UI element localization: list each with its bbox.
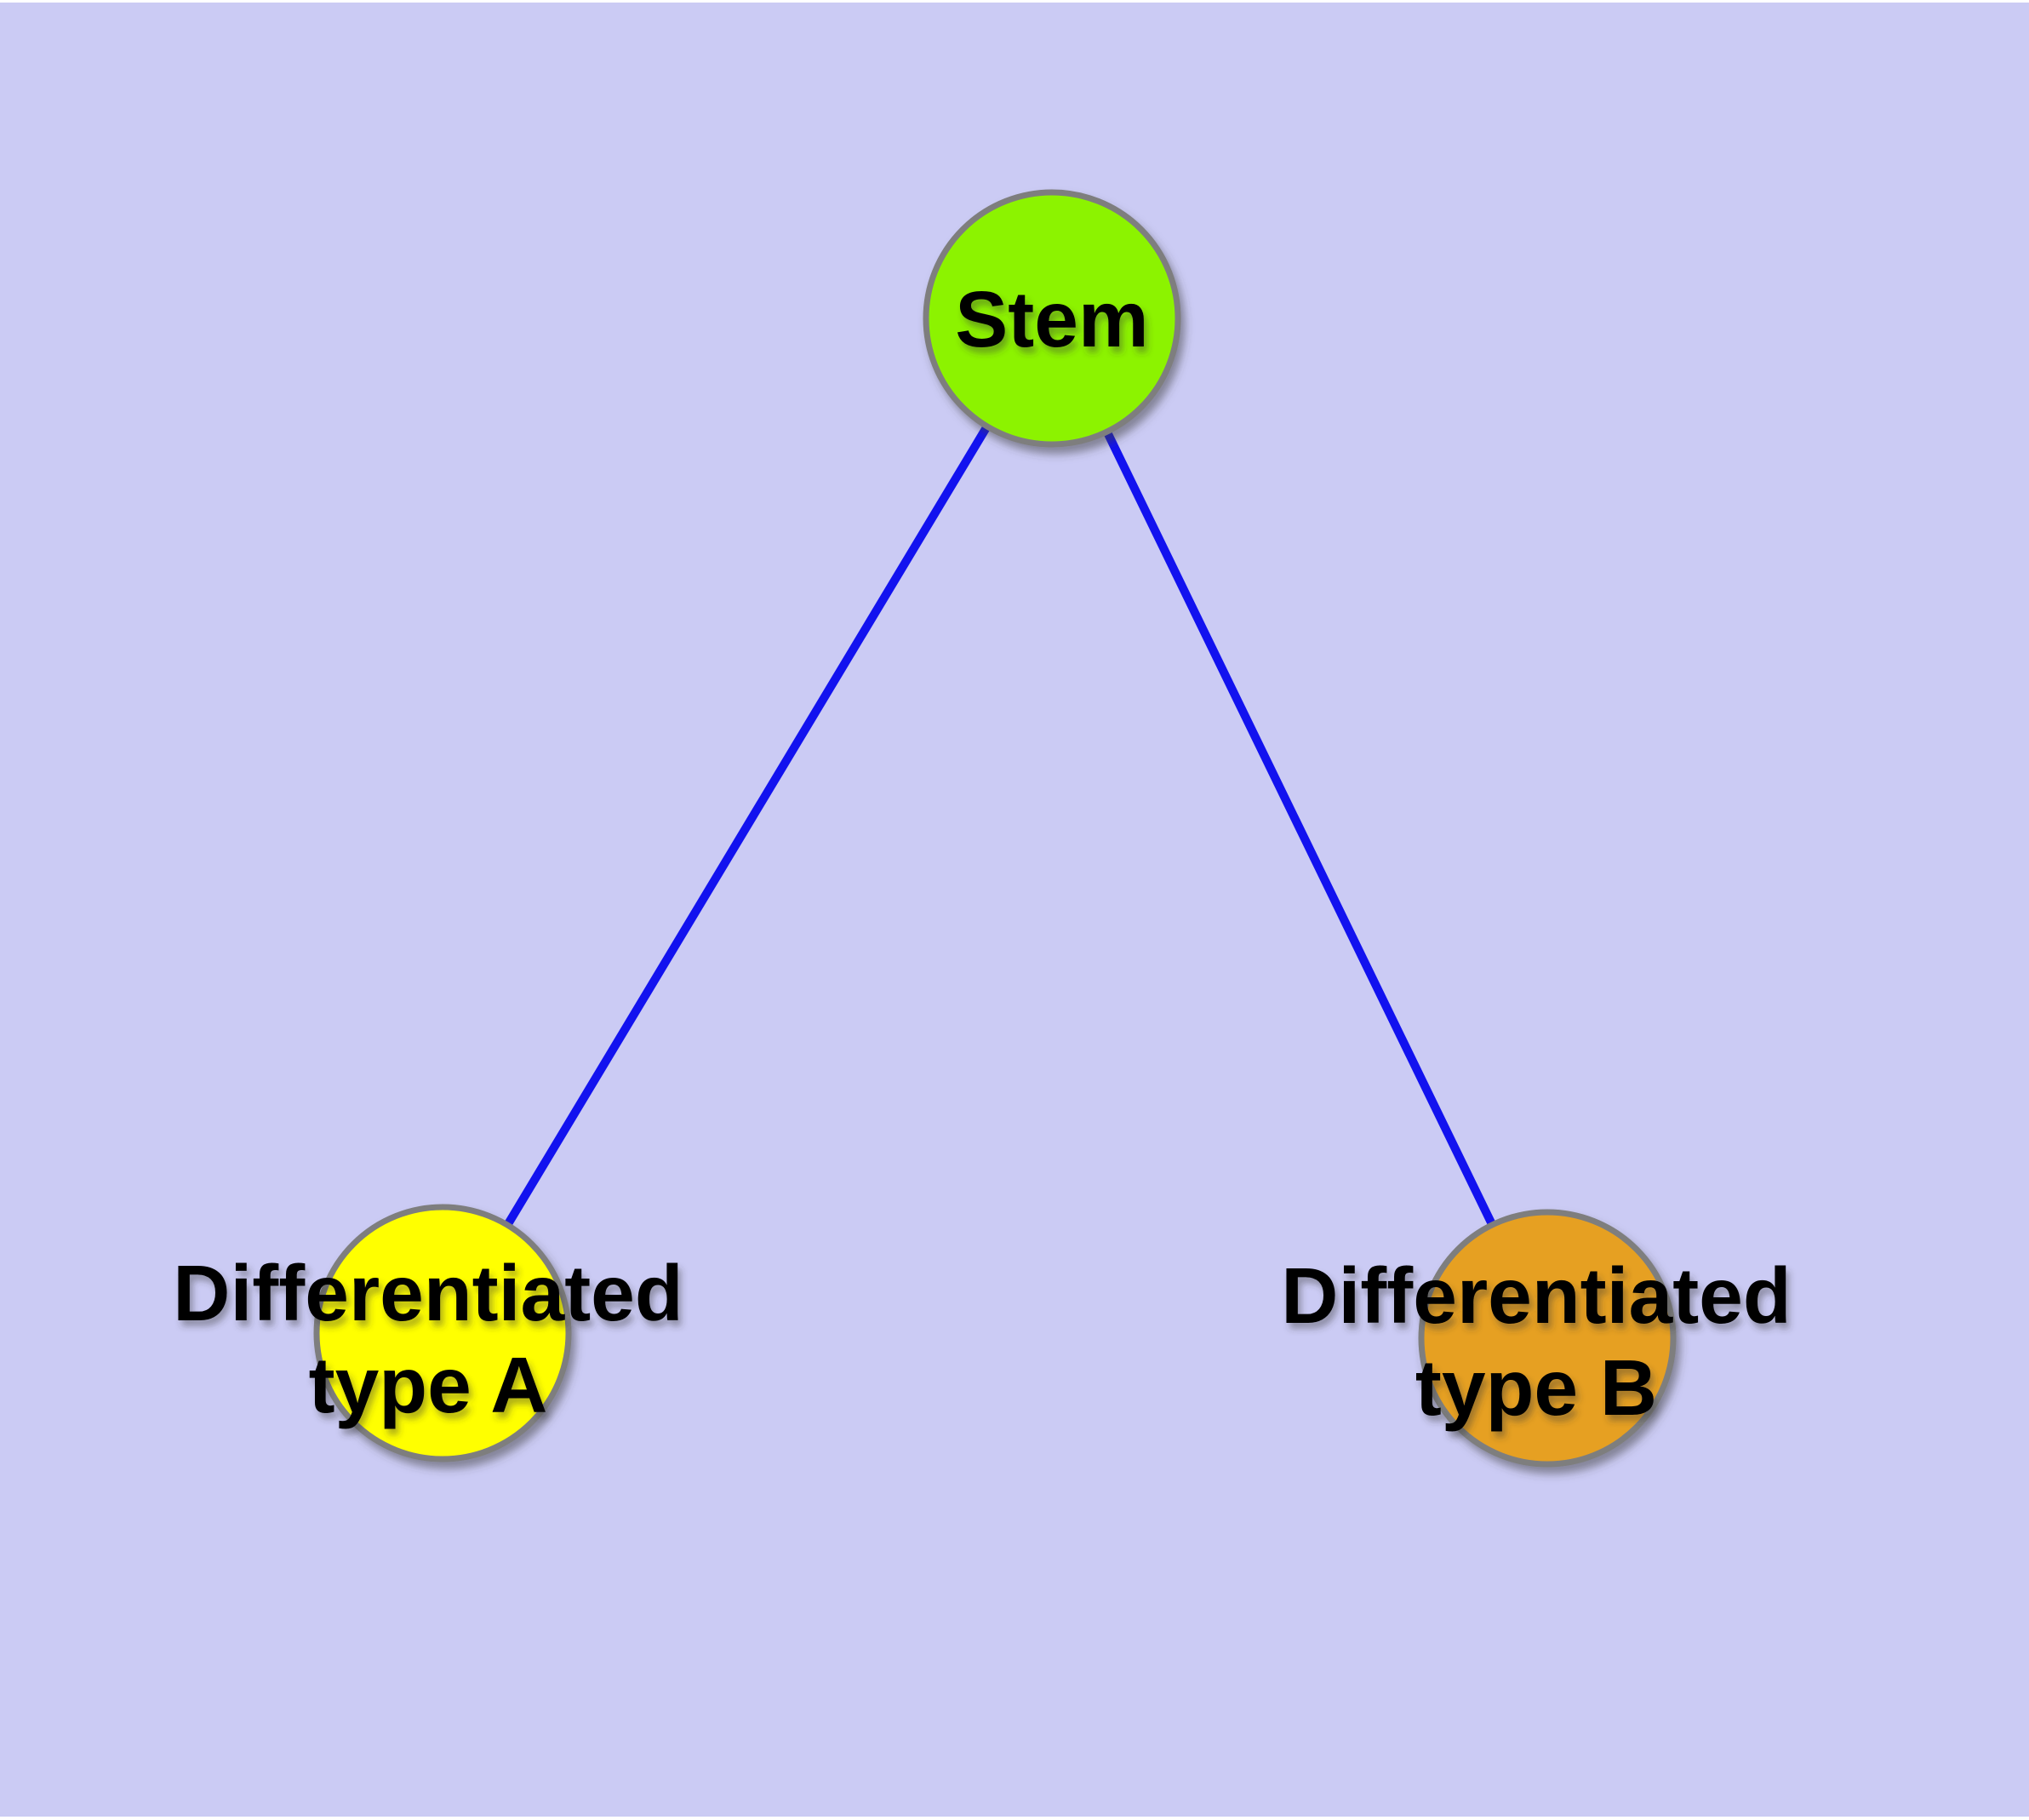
type-b-node-label-line-2: type B <box>1415 1343 1657 1432</box>
edge-stem-to-type-a <box>438 316 1056 1336</box>
differentiated-type-a-node <box>313 1204 572 1462</box>
edge-stem-to-type-b <box>1048 316 1552 1341</box>
type-b-node-label-line-1: Differentiated <box>1281 1251 1791 1340</box>
type-a-node-label-line-1: Differentiated <box>173 1249 683 1337</box>
differentiated-type-b-node <box>1418 1209 1677 1468</box>
stem-node <box>923 189 1181 448</box>
type-a-node-label-line-2: type A <box>309 1341 548 1429</box>
stem-node-label: Stem <box>955 275 1148 363</box>
